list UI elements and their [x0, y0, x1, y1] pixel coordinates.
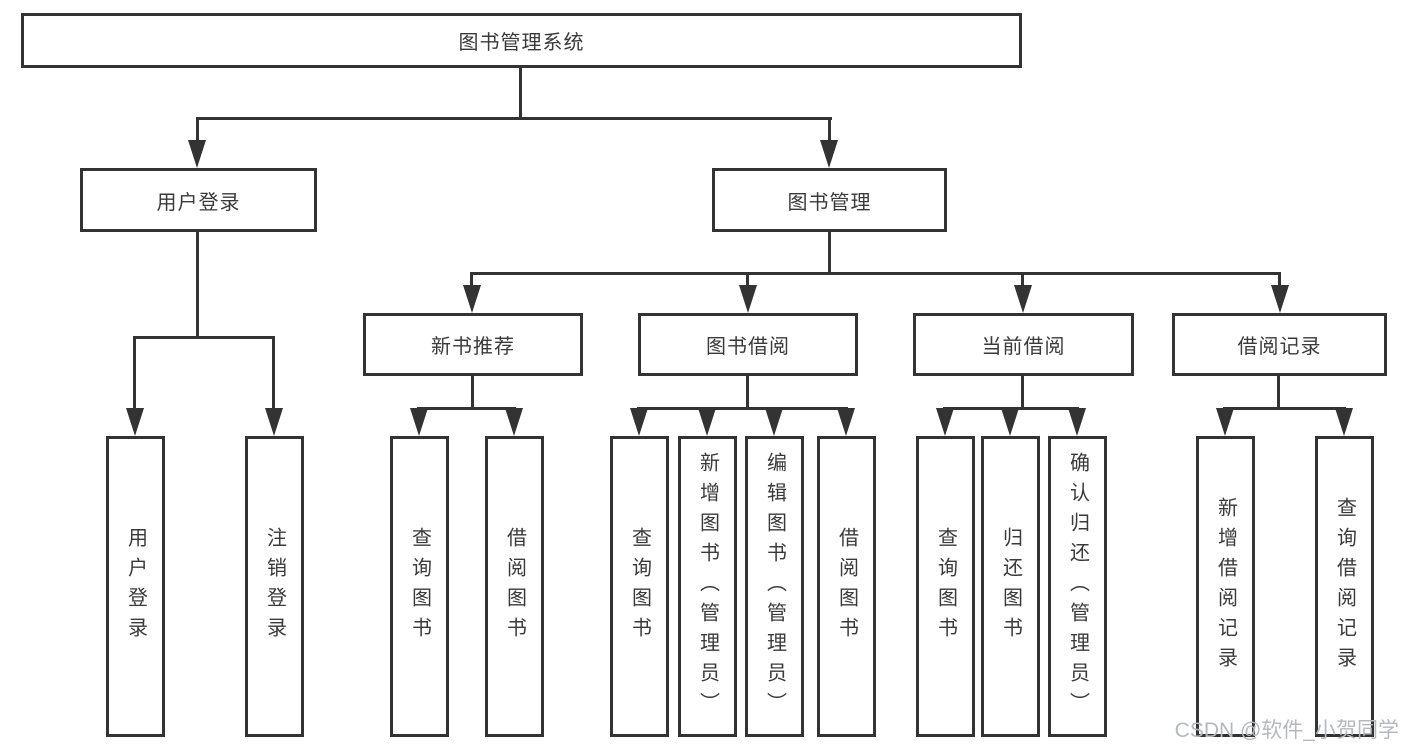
arrowhead — [698, 408, 716, 436]
node-current-borrow: 当前借阅 — [913, 313, 1134, 376]
leaf-label: 归还图书 — [999, 526, 1022, 647]
leaf-query-books: 查询图书 — [610, 436, 669, 737]
node-book-borrow: 图书借阅 — [638, 313, 858, 376]
node-label: 借阅记录 — [1237, 336, 1322, 358]
connector-bar — [637, 407, 848, 410]
node-label: 图书管理 — [787, 191, 872, 214]
leaf-add-borrow-record: 新增借阅记录 — [1196, 436, 1255, 737]
arrowhead — [1335, 408, 1353, 436]
connector-branch — [272, 336, 275, 410]
node-label: 当前借阅 — [981, 336, 1066, 358]
arrowhead — [1001, 408, 1019, 436]
node-book-management: 图书管理 — [712, 168, 947, 232]
connector-root-bar — [196, 117, 832, 120]
leaf-label: 编辑图书（管理员） — [763, 451, 786, 722]
node-borrow-records: 借阅记录 — [1172, 313, 1387, 376]
leaf-edit-book-admin: 编辑图书（管理员） — [745, 436, 804, 737]
arrowhead — [126, 408, 144, 436]
leaf-user-login: 用户登录 — [106, 436, 165, 737]
leaf-label: 新增借阅记录 — [1214, 496, 1237, 677]
node-label: 图书管理系统 — [458, 32, 585, 54]
connector-book-mgmt-stem — [828, 232, 831, 272]
leaf-label: 新增图书（管理员） — [696, 451, 719, 722]
leaf-borrow-books: 借阅图书 — [817, 436, 876, 737]
leaf-label: 查询借阅记录 — [1333, 496, 1356, 677]
csdn-watermark: CSDN @软件_小贺同学 — [1174, 719, 1399, 742]
connector-bar — [1223, 407, 1346, 410]
connector-user-login-stem — [196, 232, 199, 336]
connector-branch — [133, 336, 136, 410]
arrowhead — [265, 408, 283, 436]
connector-branch — [746, 272, 749, 288]
connector-stem — [1277, 376, 1280, 407]
leaf-label: 查询图书 — [408, 526, 431, 647]
arrowhead — [630, 408, 648, 436]
arrowhead — [765, 408, 783, 436]
leaf-logout: 注销登录 — [245, 436, 304, 737]
connector-branch — [1021, 272, 1024, 288]
leaf-label: 查询图书 — [628, 526, 651, 647]
arrowhead — [936, 408, 954, 436]
node-label: 图书借阅 — [706, 336, 790, 358]
connector-to-book-management — [828, 117, 831, 143]
leaf-return-book: 归还图书 — [981, 436, 1040, 737]
connector-book-mgmt-bar — [471, 272, 1281, 275]
leaf-label: 借阅图书 — [503, 526, 526, 647]
arrowhead — [410, 408, 428, 436]
leaf-query-books: 查询图书 — [390, 436, 449, 737]
leaf-label: 确认归还（管理员） — [1066, 451, 1089, 722]
arrowhead — [739, 285, 757, 313]
connector-stem — [1021, 376, 1024, 407]
node-new-book-recommend: 新书推荐 — [363, 313, 583, 376]
leaf-label: 借阅图书 — [835, 526, 858, 647]
node-root-library-system: 图书管理系统 — [21, 13, 1022, 68]
connector-branch — [1278, 272, 1281, 288]
arrowhead — [1014, 285, 1032, 313]
leaf-confirm-return-admin: 确认归还（管理员） — [1048, 436, 1107, 737]
arrowhead — [188, 140, 206, 168]
leaf-query-books: 查询图书 — [916, 436, 975, 737]
leaf-label: 查询图书 — [934, 526, 957, 647]
node-user-login: 用户登录 — [80, 168, 317, 232]
arrowhead — [1216, 408, 1234, 436]
arrowhead — [837, 408, 855, 436]
connector-to-user-login — [196, 117, 199, 143]
leaf-borrow-books: 借阅图书 — [485, 436, 544, 737]
connector-branch — [470, 272, 473, 288]
leaf-add-book-admin: 新增图书（管理员） — [678, 436, 737, 737]
arrowhead — [505, 408, 523, 436]
arrowhead — [463, 285, 481, 313]
connector-user-login-bar — [133, 336, 275, 339]
node-label: 用户登录 — [156, 191, 241, 214]
arrowhead — [1068, 408, 1086, 436]
leaf-label: 注销登录 — [263, 526, 286, 647]
connector-stem — [746, 376, 749, 407]
connector-root-stem — [519, 68, 522, 117]
node-label: 新书推荐 — [431, 336, 515, 358]
arrowhead — [1271, 285, 1289, 313]
arrowhead — [820, 140, 838, 168]
leaf-query-borrow-record: 查询借阅记录 — [1315, 436, 1374, 737]
connector-bar — [417, 407, 516, 410]
connector-stem — [471, 376, 474, 407]
leaf-label: 用户登录 — [124, 526, 147, 647]
